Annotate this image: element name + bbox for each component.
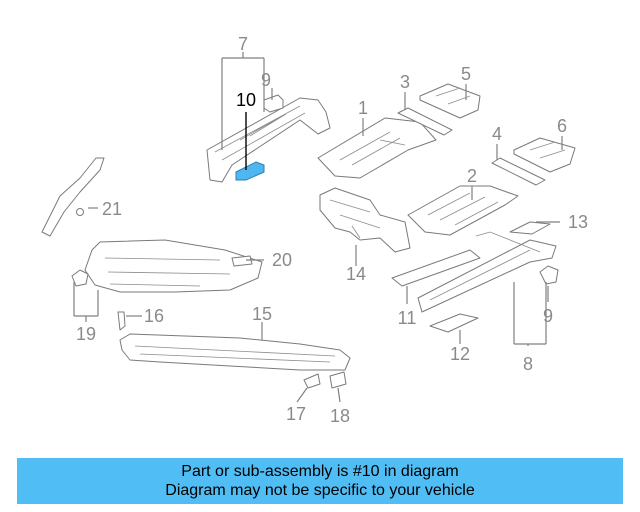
callout-11: 11 — [398, 308, 417, 328]
callout-7: 7 — [238, 34, 248, 54]
callout-3: 3 — [400, 72, 410, 92]
part-2-rear-floor — [407, 185, 519, 236]
callout-8: 8 — [523, 354, 533, 374]
callout-21: 21 — [102, 199, 122, 219]
callout-18: 18 — [330, 406, 350, 426]
callout-12: 12 — [450, 344, 470, 364]
callout-9-top: 9 — [261, 70, 271, 90]
part-16-clip — [117, 311, 126, 331]
parts-diagram: 7 9 10 1 3 5 4 6 2 13 14 11 12 9 8 20 21… — [41, 34, 588, 426]
callout-9-right: 9 — [543, 306, 553, 326]
part-13-plate — [509, 221, 551, 235]
banner-line-1: Part or sub-assembly is #10 in diagram — [181, 463, 459, 480]
callout-13: 13 — [568, 212, 588, 232]
callout-10[interactable]: 10 — [236, 90, 256, 110]
part-12-plate — [429, 313, 479, 333]
part-8-rear-rail — [417, 231, 557, 313]
part-7-side-rail — [206, 97, 331, 183]
callout-14: 14 — [346, 264, 366, 284]
part-5-panel — [419, 83, 481, 119]
part-9-bracket-right — [539, 265, 559, 285]
part-10-bracket-highlighted[interactable] — [235, 161, 265, 181]
callout-16: 16 — [144, 306, 164, 326]
callout-5: 5 — [461, 64, 471, 84]
callout-19: 19 — [76, 324, 96, 344]
part-15-side-panel — [119, 333, 351, 371]
callout-6: 6 — [557, 116, 567, 136]
part-14-crossmember — [319, 187, 411, 253]
part-19-clip — [71, 269, 89, 287]
callout-1: 1 — [358, 98, 368, 118]
part-1-floor-pan — [317, 117, 437, 179]
part-21-trim-strip — [41, 157, 105, 237]
part-20-under-cover — [84, 239, 263, 293]
part-11-rail — [391, 249, 481, 287]
banner-line-2: Diagram may not be specific to your vehi… — [165, 482, 475, 499]
part-17-clip — [303, 373, 321, 389]
callout-4: 4 — [492, 124, 502, 144]
callout-15: 15 — [252, 304, 272, 324]
leader-lines — [73, 52, 563, 403]
part-6-panel — [513, 137, 576, 173]
callout-20: 20 — [272, 250, 292, 270]
part-18-clip — [329, 371, 347, 389]
info-banner: Part or sub-assembly is #10 in diagram D… — [17, 458, 623, 504]
callout-17: 17 — [286, 404, 306, 424]
callout-2: 2 — [467, 166, 477, 186]
